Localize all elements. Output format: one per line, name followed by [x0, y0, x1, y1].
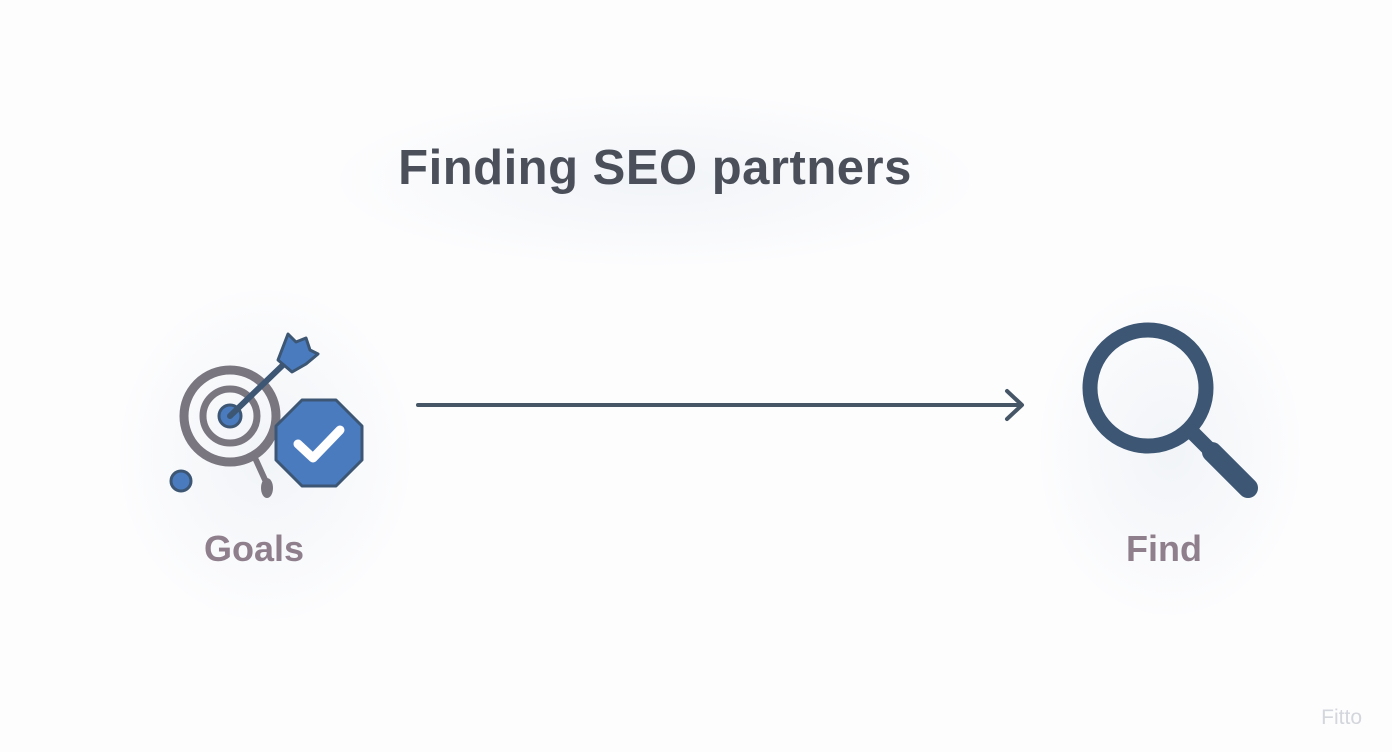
target-outer-ring [179, 365, 281, 467]
target-stand [253, 457, 269, 485]
target-check-icon [169, 332, 364, 498]
goals-label: Goals [203, 528, 305, 569]
find-label: Find [1126, 528, 1202, 569]
target-stand-foot [261, 478, 273, 498]
goals-to-find-arrow [416, 389, 1024, 421]
target-middle-ring [199, 385, 261, 447]
magnifier-handle [1202, 442, 1258, 498]
title-backdrop [340, 95, 970, 265]
check-badge [274, 398, 364, 488]
magnifier-lens [1082, 322, 1214, 454]
arrow-shaft [227, 361, 287, 419]
diagram-title: Finding SEO partners [398, 141, 912, 195]
arrow-head [1005, 389, 1024, 421]
arrow-fletching [276, 332, 320, 374]
magnifying-glass-icon [1082, 322, 1258, 498]
check-mark [293, 425, 345, 463]
small-dot [169, 469, 193, 493]
watermark-text: Fitto [1321, 706, 1362, 729]
